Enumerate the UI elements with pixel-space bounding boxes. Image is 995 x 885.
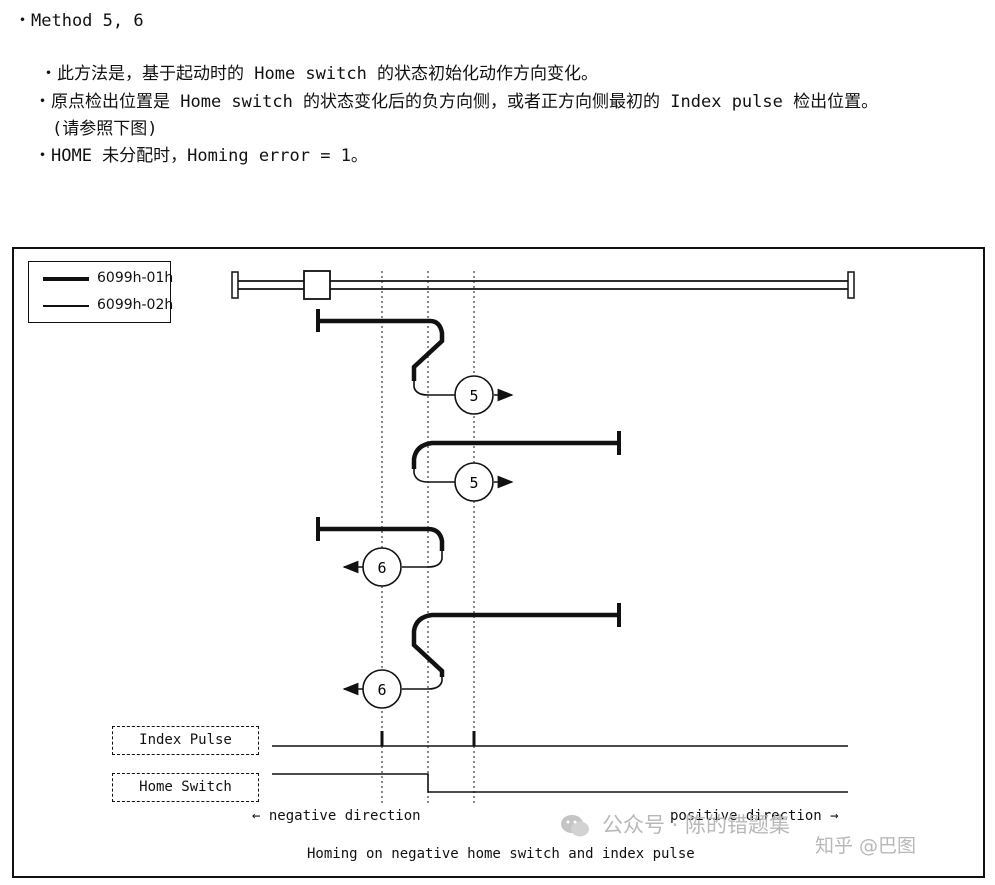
- legend-thin-line: [43, 305, 89, 307]
- method-label-2: 5: [469, 474, 478, 492]
- bullet-2-note: (请参照下图): [52, 119, 158, 139]
- homing-path-1: [316, 309, 514, 402]
- index-pulse-signal: [272, 731, 848, 747]
- method-circle-4: 6: [362, 669, 402, 709]
- method-circle-3: 6: [362, 547, 402, 587]
- watermark: 公众号 · 陈的错题集 知乎 @巴图: [560, 809, 916, 857]
- homing-path-3: [316, 517, 445, 574]
- homing-diagram: 5 5 6 6 6099h-01h: [12, 247, 985, 878]
- reference-lines: [381, 271, 475, 804]
- watermark-text: 公众号 · 陈的错题集: [602, 813, 791, 837]
- homing-diagram-drawing: 5 5 6 6: [231, 270, 855, 804]
- legend-thick-line: [43, 277, 89, 281]
- index-pulse-label: Index Pulse: [112, 726, 259, 755]
- method-circle-2: 5: [454, 462, 494, 502]
- legend-thick-label: 6099h-01h: [97, 270, 174, 286]
- method-label-3: 6: [377, 559, 386, 577]
- method-label-1: 5: [469, 387, 478, 405]
- positive-direction-label: positive direction →: [670, 808, 839, 824]
- home-switch-label: Home Switch: [112, 773, 259, 802]
- home-switch-signal: [272, 773, 848, 793]
- legend-thin-label: 6099h-02h: [97, 297, 174, 313]
- method-title: ・Method 5, 6: [14, 11, 144, 31]
- bullet-3: ・HOME 未分配时，Homing error = 1。: [34, 146, 368, 166]
- travel-rail: [231, 270, 855, 300]
- method-label-4: 6: [377, 681, 386, 699]
- negative-direction-label: ← negative direction: [252, 808, 421, 824]
- bullet-2: ・原点检出位置是 Home switch 的状态变化后的负方向侧，或者正方向侧最…: [34, 92, 879, 112]
- watermark-text-2: 知乎 @巴图: [815, 835, 917, 857]
- bullet-1: ・此方法是，基于起动时的 Home switch 的状态初始化动作方向变化。: [40, 64, 599, 84]
- carriage-block: [303, 270, 331, 300]
- homing-path-4: [342, 603, 621, 696]
- legend: 6099h-01h 6099h-02h: [28, 261, 174, 323]
- homing-path-2: [411, 431, 621, 489]
- method-circle-1: 5: [454, 375, 494, 415]
- wechat-icon: [560, 814, 590, 838]
- figure-caption: Homing on negative home switch and index…: [307, 846, 695, 862]
